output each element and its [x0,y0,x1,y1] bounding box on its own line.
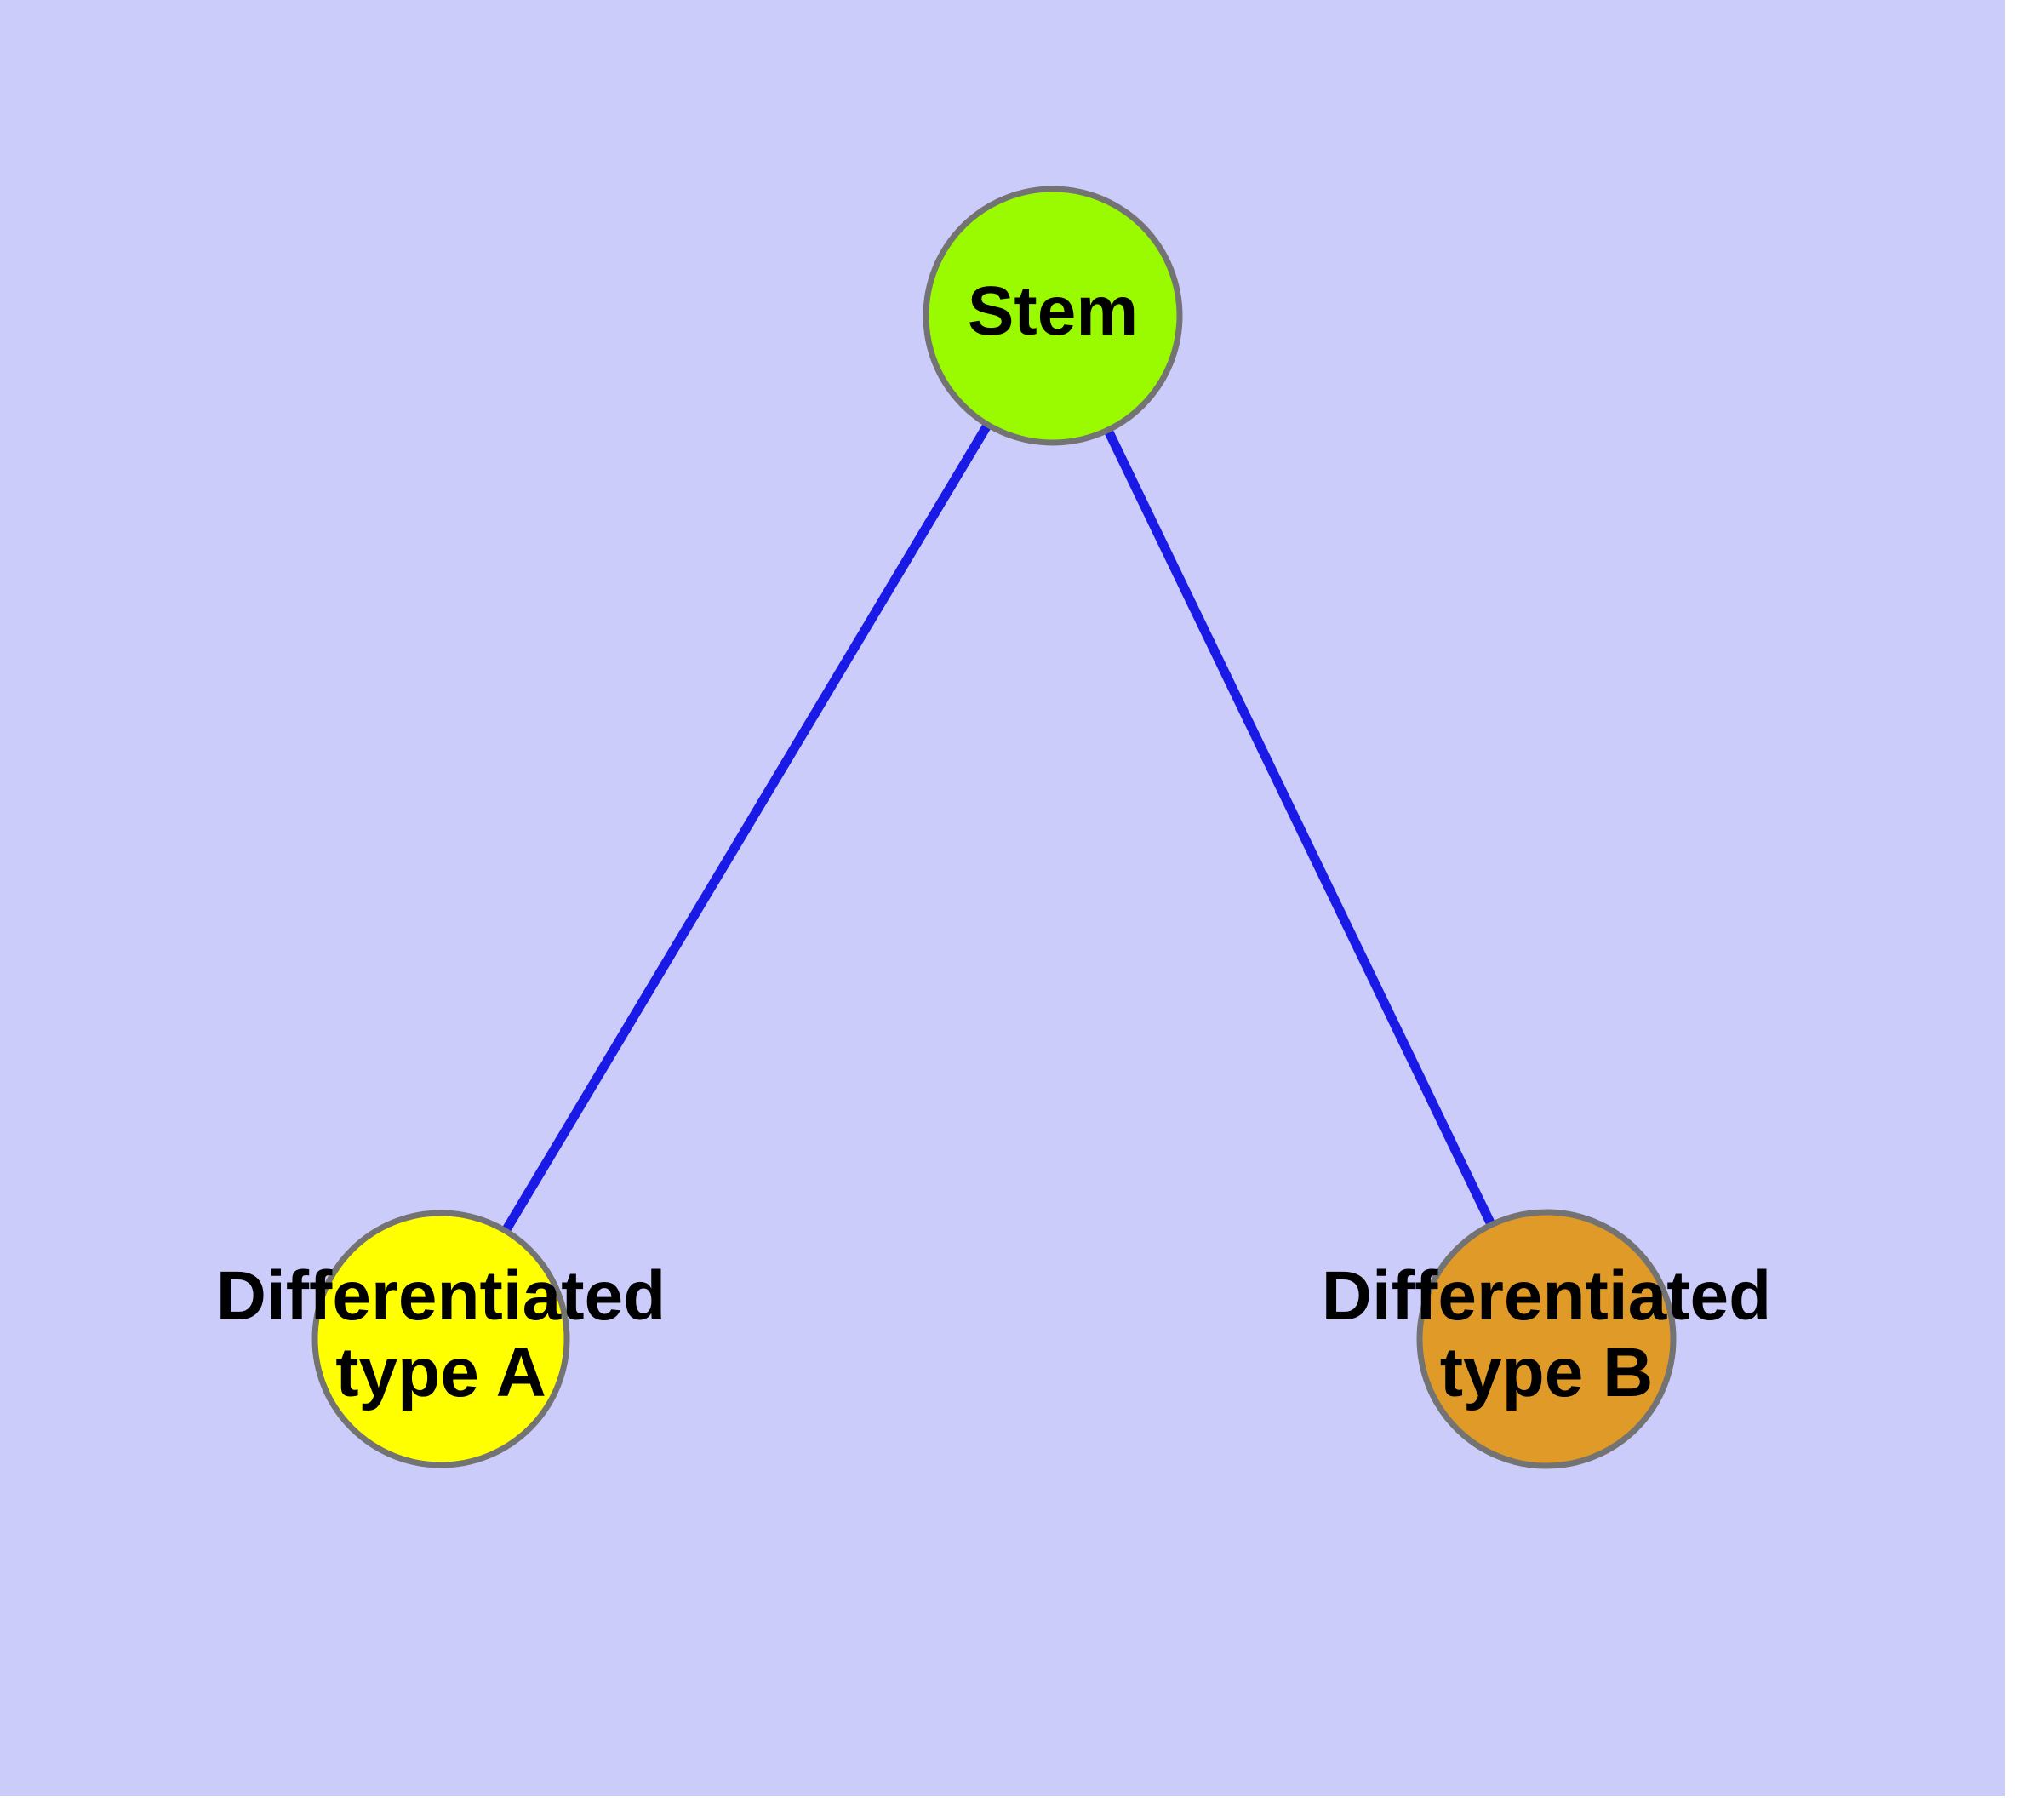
node-diff_a[interactable] [311,1210,570,1468]
node-label-stem: Stem [968,272,1139,350]
node-circle-diff_a[interactable] [311,1210,570,1468]
node-label-line: Stem [968,272,1139,350]
node-label-line: type A [335,1334,546,1411]
node-label-line: type B [1440,1334,1654,1411]
node-label-line: Differentiated [216,1257,666,1335]
node-stem[interactable] [923,186,1183,446]
edges-layer [437,313,1551,1342]
node-diff_b[interactable] [1416,1209,1677,1469]
node-label-line: Differentiated [1322,1257,1772,1335]
node-circle-diff_b[interactable] [1416,1209,1677,1469]
edge-stem-to-diff-b [1049,313,1551,1342]
edge-stem-to-diff-a [437,313,1057,1342]
node-circle-stem[interactable] [923,186,1183,446]
